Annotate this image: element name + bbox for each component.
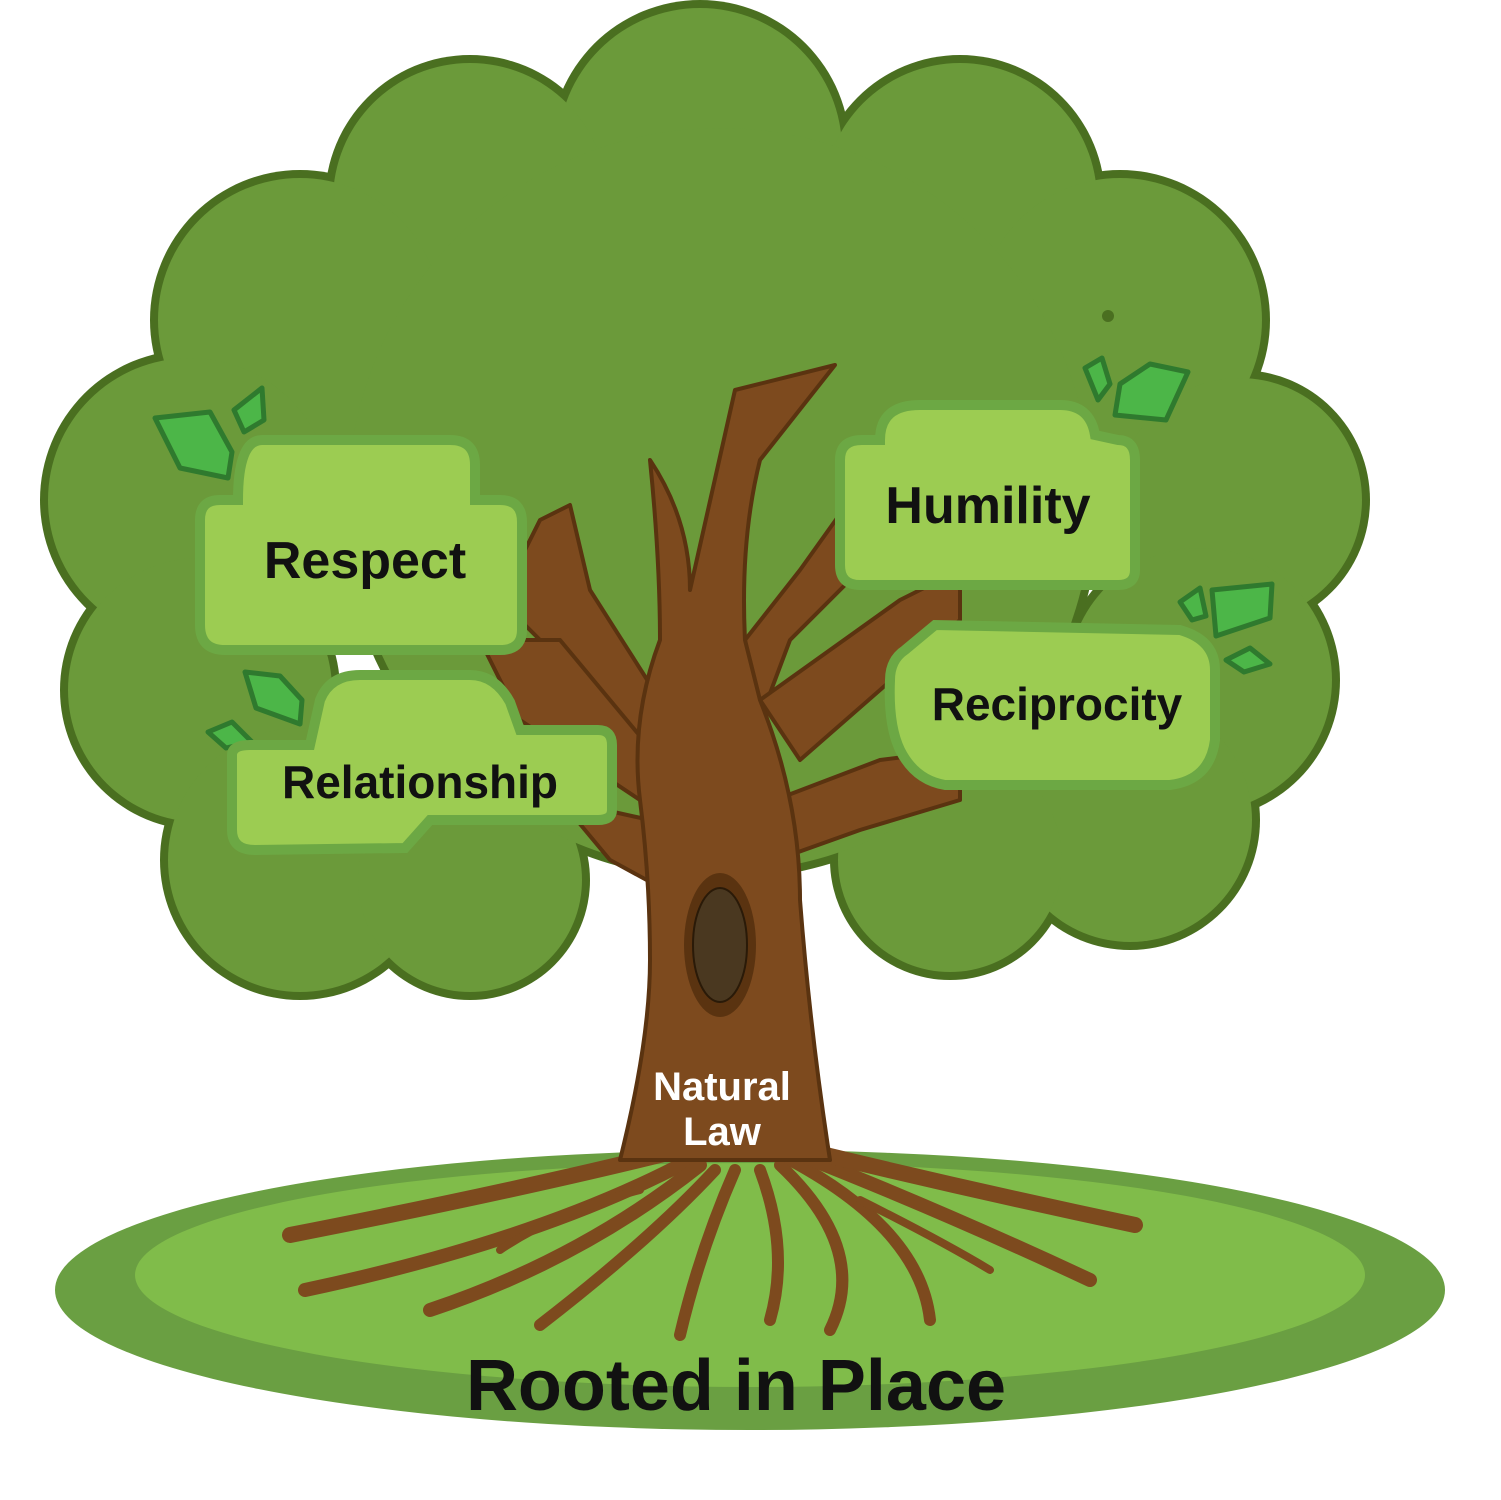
reciprocity-box: [884, 619, 1220, 790]
trunk-label-line1: Natural: [653, 1065, 791, 1109]
leaves: [152, 355, 1275, 751]
leaf-icon: [1177, 585, 1209, 623]
label-reciprocity: Reciprocity: [932, 678, 1183, 730]
label-relationship: Relationship: [282, 756, 558, 808]
leaf-icon: [231, 385, 267, 435]
trunk-hollow: [692, 887, 748, 1003]
trunk-label-line2: Law: [683, 1110, 762, 1154]
ground-inner: [135, 1163, 1365, 1387]
roots: [282, 1142, 1143, 1341]
humility-box: [835, 400, 1140, 590]
label-respect: Respect: [264, 532, 466, 590]
leaf-icon: [1209, 581, 1275, 639]
label-humility: Humility: [885, 477, 1090, 535]
leaf-icon: [152, 409, 235, 481]
leaf-icon: [1223, 645, 1273, 675]
relationship-box: [227, 670, 617, 856]
leaf-icon: [242, 669, 305, 727]
ground-caption: Rooted in Place: [466, 1346, 1006, 1426]
respect-box: [195, 435, 527, 655]
label-boxes: [195, 400, 1220, 856]
leaf-icon: [1082, 355, 1113, 403]
canopy-dot: [1102, 310, 1114, 322]
leaf-icon: [1112, 361, 1191, 423]
trunk: [618, 363, 837, 1162]
